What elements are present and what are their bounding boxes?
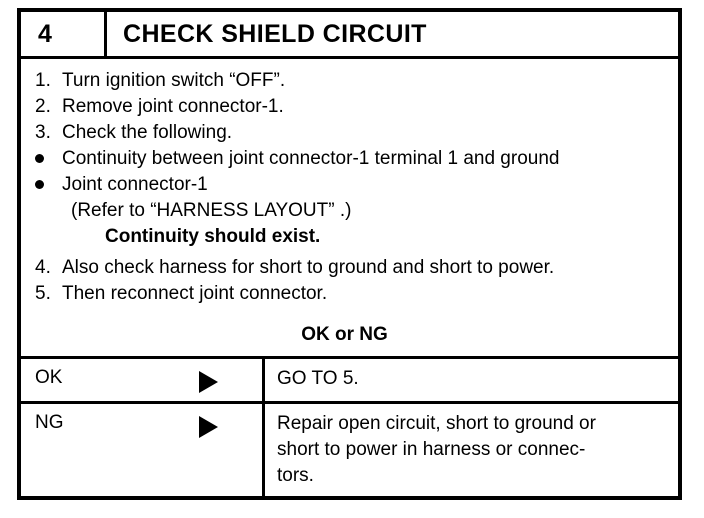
instruction-text: Turn ignition switch “OFF”. — [62, 70, 286, 91]
action-line: Repair open circuit, short to ground or — [277, 413, 596, 434]
bullet-text: Continuity between joint connector-1 ter… — [62, 148, 560, 169]
action-line: tors. — [277, 465, 314, 486]
bullet-item: Joint connector-1 — [35, 172, 668, 198]
instruction-line: 5. Then reconnect joint connector. — [35, 281, 668, 307]
bullet-text: Joint connector-1 — [62, 174, 208, 195]
step-title: CHECK SHIELD CIRCUIT — [123, 19, 427, 48]
judgement-cell-ng: NG — [21, 404, 265, 496]
action-line: short to power in harness or connec- — [277, 439, 586, 460]
instruction-line: 2. Remove joint connector-1. — [35, 94, 668, 120]
diagnostic-step-box: 4 CHECK SHIELD CIRCUIT 1. Turn ignition … — [17, 8, 682, 500]
reference-note: (Refer to “HARNESS LAYOUT” .) — [71, 200, 352, 221]
bullet-item: Continuity between joint connector-1 ter… — [35, 146, 668, 172]
action-text: Repair open circuit, short to ground or … — [277, 411, 668, 489]
list-marker: 2. — [35, 96, 51, 117]
list-marker: 1. — [35, 70, 51, 91]
emphasis-note: Continuity should exist. — [105, 226, 321, 247]
list-marker: 3. — [35, 122, 51, 143]
step-title-cell: CHECK SHIELD CIRCUIT — [107, 12, 678, 56]
instruction-text: Then reconnect joint connector. — [62, 283, 328, 304]
judgement-label: NG — [35, 412, 64, 433]
judgement-label: OK — [35, 367, 63, 388]
instruction-text: Also check harness for short to ground a… — [62, 257, 555, 278]
step-header: 4 CHECK SHIELD CIRCUIT — [21, 12, 678, 59]
list-marker: 5. — [35, 283, 51, 304]
action-line: GO TO 5. — [277, 368, 359, 389]
result-row: OK GO TO 5. — [21, 359, 678, 404]
bullet-dot-icon — [35, 154, 62, 164]
instruction-text: Remove joint connector-1. — [62, 96, 284, 117]
step-number: 4 — [38, 19, 53, 48]
instruction-line: 1. Turn ignition switch “OFF”. — [35, 68, 668, 94]
instruction-line: 4. Also check harness for short to groun… — [35, 255, 668, 281]
judgement-prompt: OK or NG — [301, 324, 388, 345]
triangle-right-icon — [199, 416, 218, 438]
instruction-text: Check the following. — [62, 122, 233, 143]
judgement-cell-ok: OK — [21, 359, 265, 401]
instruction-body: 1. Turn ignition switch “OFF”. 2. Remove… — [21, 59, 678, 359]
triangle-right-icon — [199, 371, 218, 393]
result-row: NG Repair open circuit, short to ground … — [21, 404, 678, 496]
step-number-cell: 4 — [21, 12, 107, 56]
action-cell-ng: Repair open circuit, short to ground or … — [265, 404, 678, 496]
action-text: GO TO 5. — [277, 366, 668, 392]
list-marker: 4. — [35, 257, 51, 278]
action-cell-ok: GO TO 5. — [265, 359, 678, 401]
instruction-line: 3. Check the following. — [35, 120, 668, 146]
bullet-dot-icon — [35, 180, 62, 190]
